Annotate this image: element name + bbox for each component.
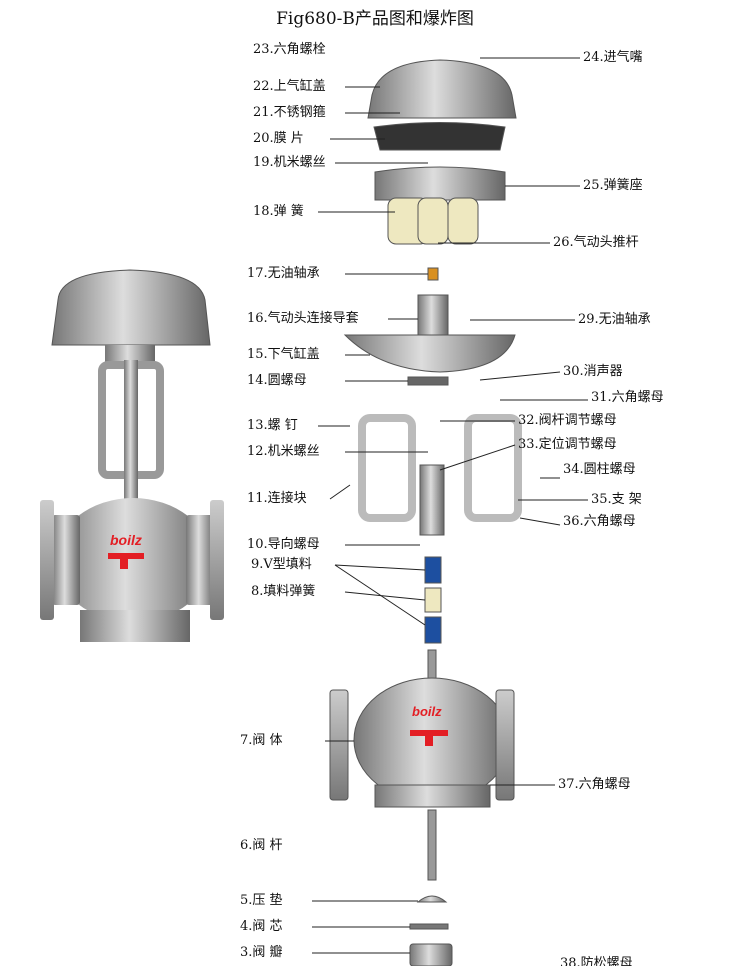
label-17: 17.无油轴承 xyxy=(247,266,320,281)
label-20: 20.膜 片 xyxy=(253,131,304,146)
label-13: 13.螺 钉 xyxy=(247,418,298,433)
label-30: 30.消声器 xyxy=(563,364,623,379)
label-37: 37.六角螺母 xyxy=(558,777,631,792)
label-3: 3.阀 瓣 xyxy=(240,945,283,960)
label-12: 12.机米螺丝 xyxy=(247,444,320,459)
label-10: 10.导向螺母 xyxy=(247,537,320,552)
leader-lines xyxy=(312,57,588,954)
svg-text:boilz: boilz xyxy=(412,704,442,719)
label-6: 6.阀 杆 xyxy=(240,838,283,853)
label-33: 33.定位调节螺母 xyxy=(518,437,617,452)
brand-logo: boilz xyxy=(110,532,142,548)
label-7: 7.阀 体 xyxy=(240,733,283,748)
label-18: 18.弹 簧 xyxy=(253,204,304,219)
label-36: 36.六角螺母 xyxy=(563,514,636,529)
label-29: 29.无油轴承 xyxy=(578,312,651,327)
label-34: 34.圆柱螺母 xyxy=(563,462,636,477)
label-11: 11.连接块 xyxy=(247,491,307,506)
exploded-parts: boilz xyxy=(329,59,522,966)
label-4: 4.阀 芯 xyxy=(240,919,283,934)
label-19: 19.机米螺丝 xyxy=(253,155,326,170)
label-8: 8.填料弹簧 xyxy=(251,584,316,599)
label-9: 9.V型填料 xyxy=(251,557,312,572)
label-24: 24.进气嘴 xyxy=(583,50,643,65)
label-31: 31.六角螺母 xyxy=(591,390,664,405)
diagram-title: Fig680-B产品图和爆炸图 xyxy=(276,9,474,29)
assembled-valve: boilz xyxy=(40,269,224,642)
label-14: 14.圆螺母 xyxy=(247,373,307,388)
label-32: 32.阀杆调节螺母 xyxy=(518,413,617,428)
label-5: 5.压 垫 xyxy=(240,893,283,908)
label-25: 25.弹簧座 xyxy=(583,178,643,193)
label-16: 16.气动头连接导套 xyxy=(247,311,359,326)
label-22: 22.上气缸盖 xyxy=(253,79,326,94)
label-23: 23.六角螺栓 xyxy=(253,42,326,57)
label-38: 38.防松螺母 xyxy=(560,956,633,966)
label-26: 26.气动头推杆 xyxy=(553,235,639,250)
label-21: 21.不锈钢箍 xyxy=(253,105,326,120)
label-35: 35.支 架 xyxy=(591,492,642,507)
label-15: 15.下气缸盖 xyxy=(247,347,320,362)
